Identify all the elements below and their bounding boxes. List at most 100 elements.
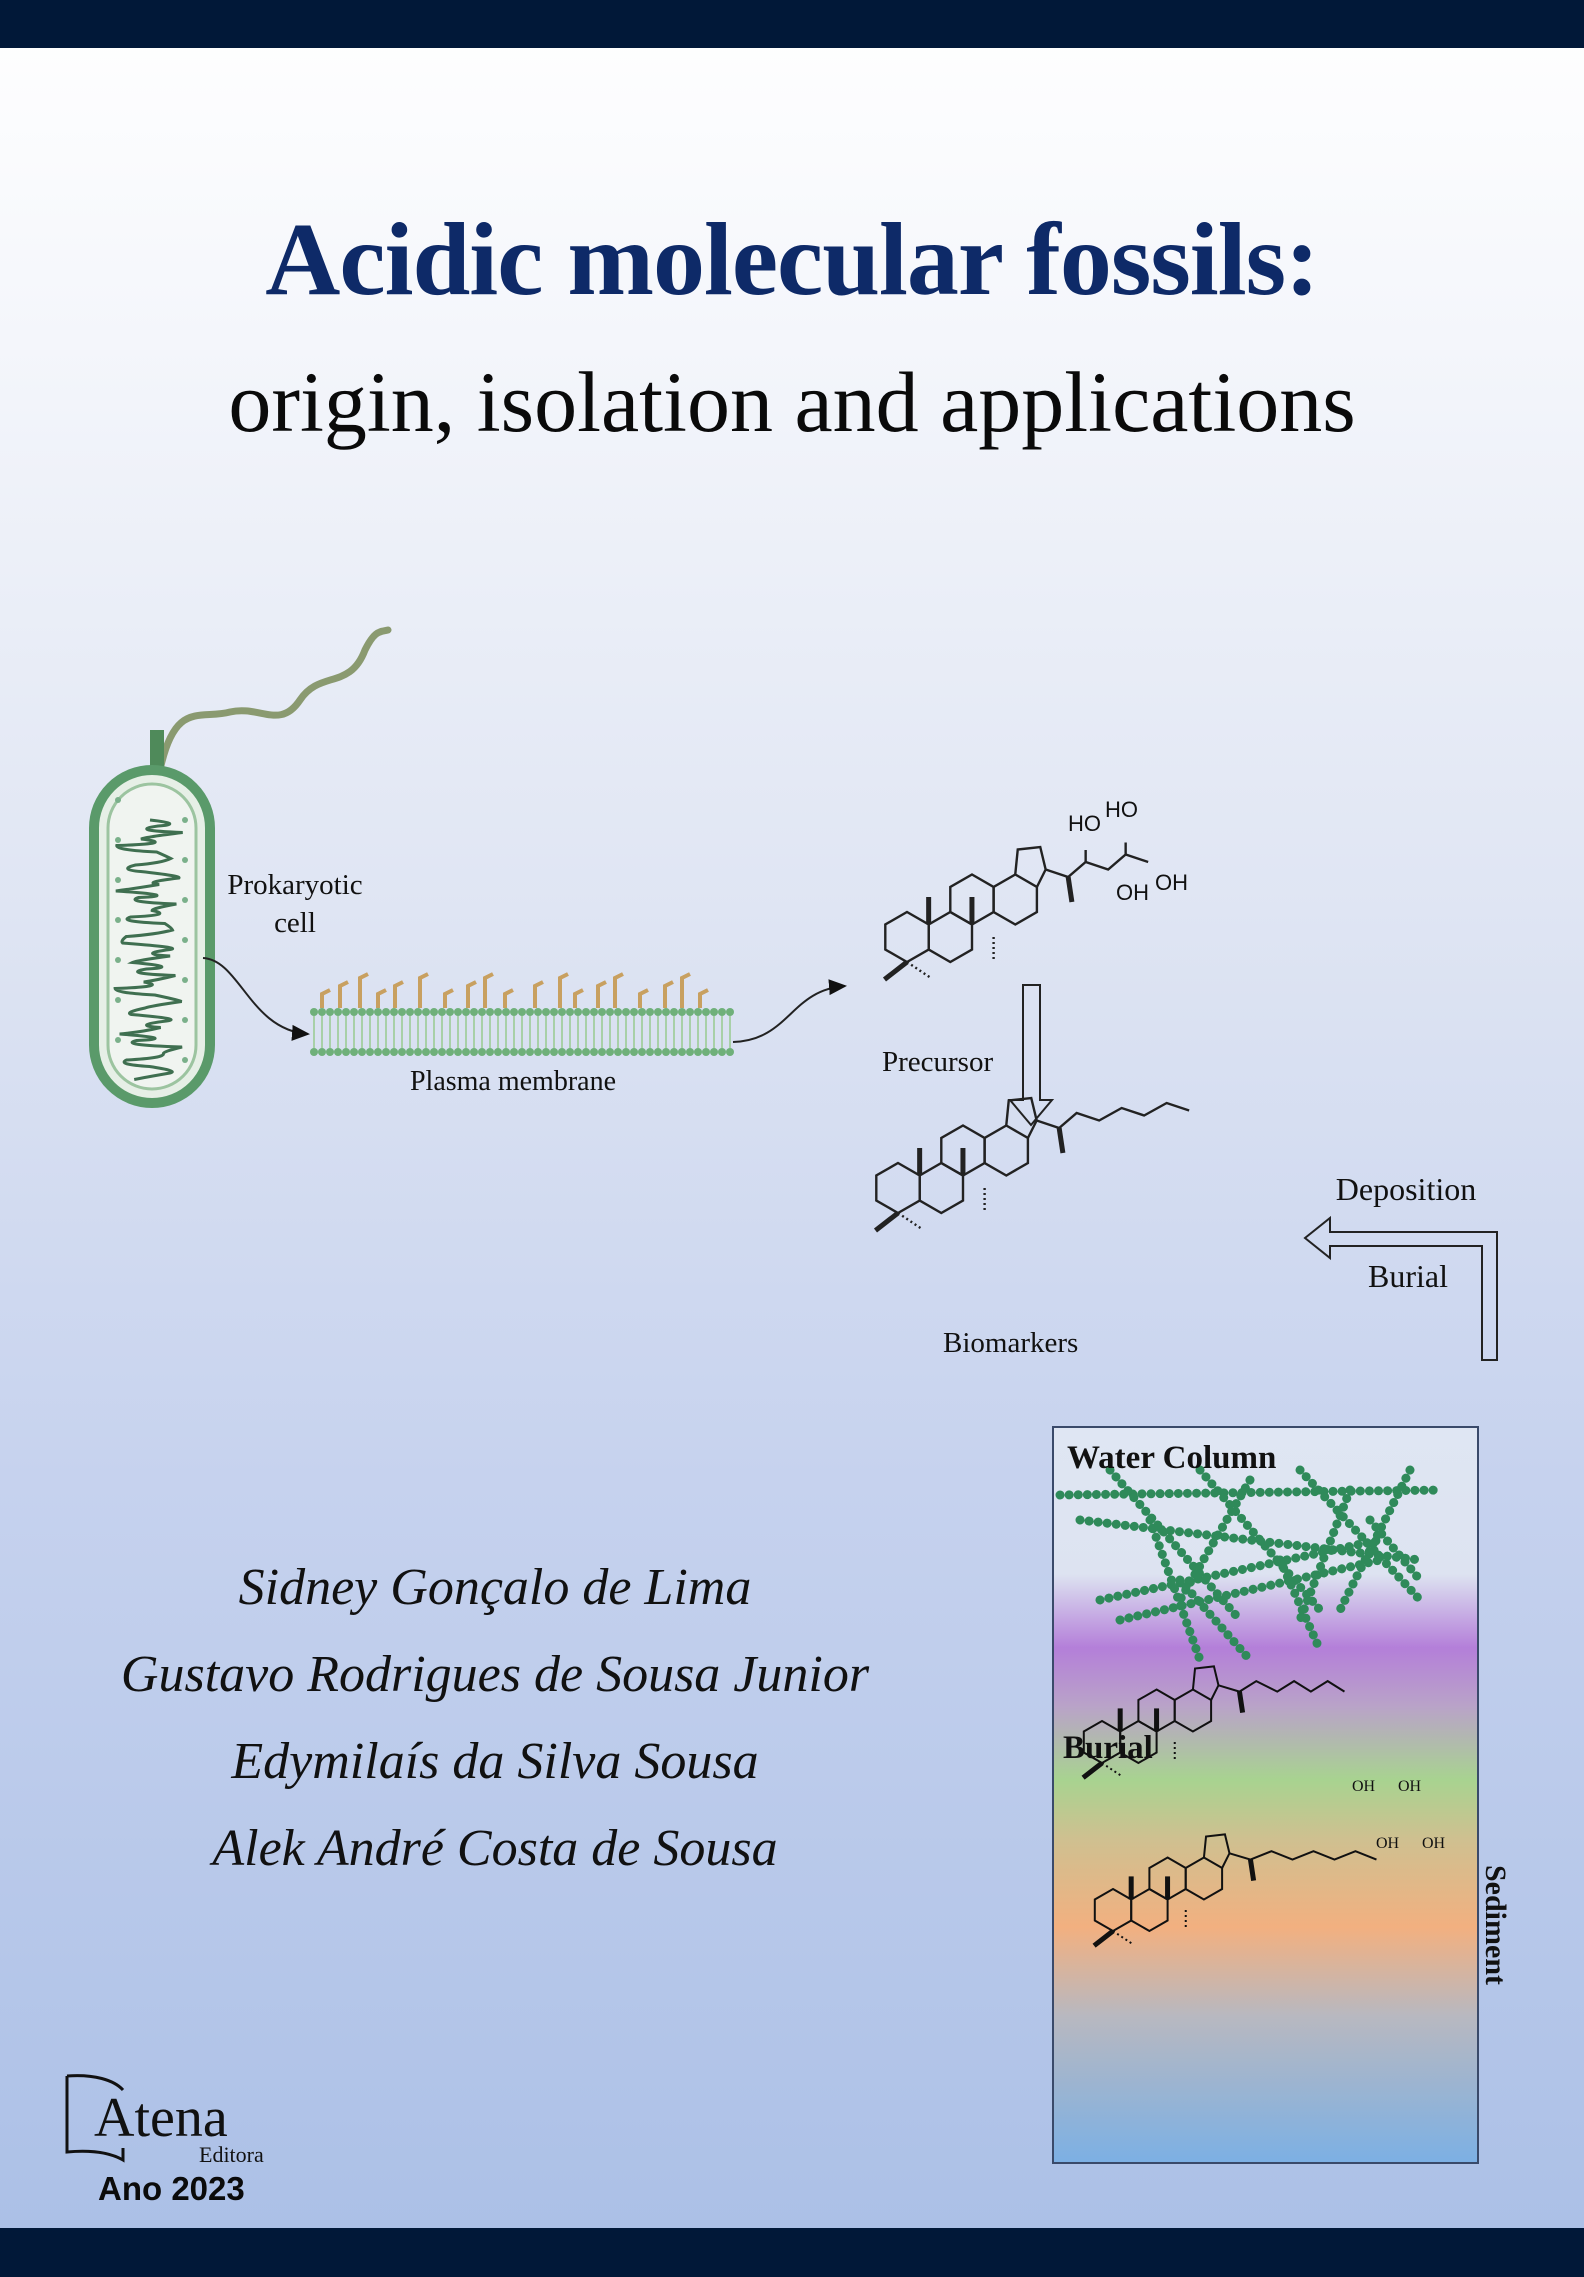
book-outline-icon — [66, 2074, 125, 2092]
publisher-name: Atena Editora — [94, 2087, 264, 2167]
glycolipid — [418, 972, 429, 1008]
top-frame-bar — [0, 0, 1584, 48]
hexane-ring — [1184, 1856, 1224, 1901]
phospholipid-head — [486, 1048, 494, 1056]
phospholipid-head — [550, 1048, 558, 1056]
membrane-to-precursor-arrow — [732, 979, 847, 1043]
phospholipid-head — [718, 1048, 726, 1056]
organic-chain — [1365, 1515, 1425, 1585]
phospholipid-head — [638, 1008, 646, 1016]
ribosome-dot — [115, 917, 121, 923]
phospholipid-head — [726, 1048, 734, 1056]
dna-nucleoid — [113, 797, 188, 1081]
phospholipid-head — [662, 1008, 670, 1016]
ribosome-dot — [182, 897, 188, 903]
glycolipid — [320, 988, 331, 1008]
phospholipid-head — [462, 1048, 470, 1056]
organic-chain — [1115, 1555, 1385, 1625]
author-name: Gustavo Rodrigues de Sousa Junior — [120, 1646, 870, 1703]
phospholipid-head — [654, 1048, 662, 1056]
glycolipid — [393, 980, 404, 1008]
box-precursor-molecule — [1081, 1665, 1345, 1780]
phospholipid-head — [646, 1048, 654, 1056]
glycolipid — [466, 980, 477, 1008]
phospholipid-head — [446, 1008, 454, 1016]
organic-chain — [1075, 1515, 1425, 1565]
organic-chain — [1335, 1465, 1415, 1615]
phospholipid-head — [326, 1048, 334, 1056]
phospholipid-head — [702, 1008, 710, 1016]
methyl-wedge — [1081, 1761, 1104, 1780]
hydroxyl-label: OH — [1155, 870, 1188, 895]
hydroxyl-label: HO — [1105, 797, 1138, 822]
phospholipid-head — [326, 1008, 334, 1016]
phospholipid-head — [694, 1008, 702, 1016]
phospholipid-head — [686, 1008, 694, 1016]
phospholipid-head — [478, 1008, 486, 1016]
methyl-wedge — [1247, 1859, 1257, 1881]
phospholipid-head — [382, 1048, 390, 1056]
author-name: Alek André Costa de Sousa — [212, 1820, 778, 1877]
phospholipid-head — [462, 1008, 470, 1016]
ribosome-dot — [182, 857, 188, 863]
organic-chain — [1195, 1465, 1325, 1615]
phospholipid-head — [518, 1008, 526, 1016]
phospholipid-head — [342, 1008, 350, 1016]
phospholipid-head — [718, 1008, 726, 1016]
glycolipid — [698, 988, 709, 1008]
phospholipid-head — [318, 1048, 326, 1056]
phospholipid-head — [390, 1048, 398, 1056]
glycolipid — [596, 980, 607, 1008]
biomarker-molecule — [873, 1096, 1190, 1233]
prokaryotic-cell-illustration — [89, 626, 392, 1108]
phospholipid-head — [614, 1048, 622, 1056]
water-column-label: Water Column — [1067, 1440, 1276, 1476]
ribosome-dot — [115, 1037, 121, 1043]
phospholipid-head — [606, 1008, 614, 1016]
hydroxyl-label: OH — [1398, 1778, 1422, 1795]
phospholipid-head — [430, 1008, 438, 1016]
phospholipid-head — [598, 1008, 606, 1016]
phospholipid-head — [454, 1048, 462, 1056]
side-chain — [1045, 853, 1149, 879]
methyl-wedge — [1056, 1127, 1066, 1154]
phospholipid-head — [614, 1008, 622, 1016]
phospholipid-head — [646, 1008, 654, 1016]
glycolipid — [638, 988, 649, 1008]
phospholipid-head — [622, 1048, 630, 1056]
phospholipid-head — [502, 1048, 510, 1056]
phospholipid-head — [430, 1048, 438, 1056]
methyl-hash — [1112, 1930, 1133, 1945]
glycolipid — [663, 980, 674, 1008]
phospholipid-head — [414, 1048, 422, 1056]
phospholipid-head — [438, 1048, 446, 1056]
phospholipid-head — [542, 1048, 550, 1056]
phospholipid-head — [590, 1048, 598, 1056]
sediment-label: Sediment — [1479, 1865, 1512, 1985]
phospholipid-head — [582, 1008, 590, 1016]
phospholipid-head — [342, 1048, 350, 1056]
side-chain — [1218, 1679, 1345, 1693]
deposition-label: Deposition — [1336, 1171, 1476, 1207]
organic-chain — [1295, 1465, 1425, 1605]
phospholipid-head — [382, 1008, 390, 1016]
glycolipid — [558, 972, 569, 1008]
phospholipid-head — [398, 1008, 406, 1016]
glycolipid — [533, 980, 544, 1008]
phospholipid-head — [630, 1048, 638, 1056]
phospholipid-head — [422, 1008, 430, 1016]
cell-label: Prokaryotic — [227, 869, 362, 901]
methyl-wedge — [1092, 1929, 1115, 1948]
phospholipid-head — [662, 1048, 670, 1056]
ribosome-dot — [115, 997, 121, 1003]
ribosome-dot — [115, 797, 121, 803]
phospholipid-head — [670, 1048, 678, 1056]
phospholipid-head — [678, 1048, 686, 1056]
phospholipid-head — [654, 1008, 662, 1016]
hydroxyl-label: OH — [1352, 1778, 1376, 1795]
phospholipid-head — [454, 1008, 462, 1016]
phospholipid-head — [494, 1008, 502, 1016]
phospholipid-head — [630, 1008, 638, 1016]
organic-chain — [1095, 1535, 1385, 1605]
organic-chain — [1055, 1485, 1445, 1500]
